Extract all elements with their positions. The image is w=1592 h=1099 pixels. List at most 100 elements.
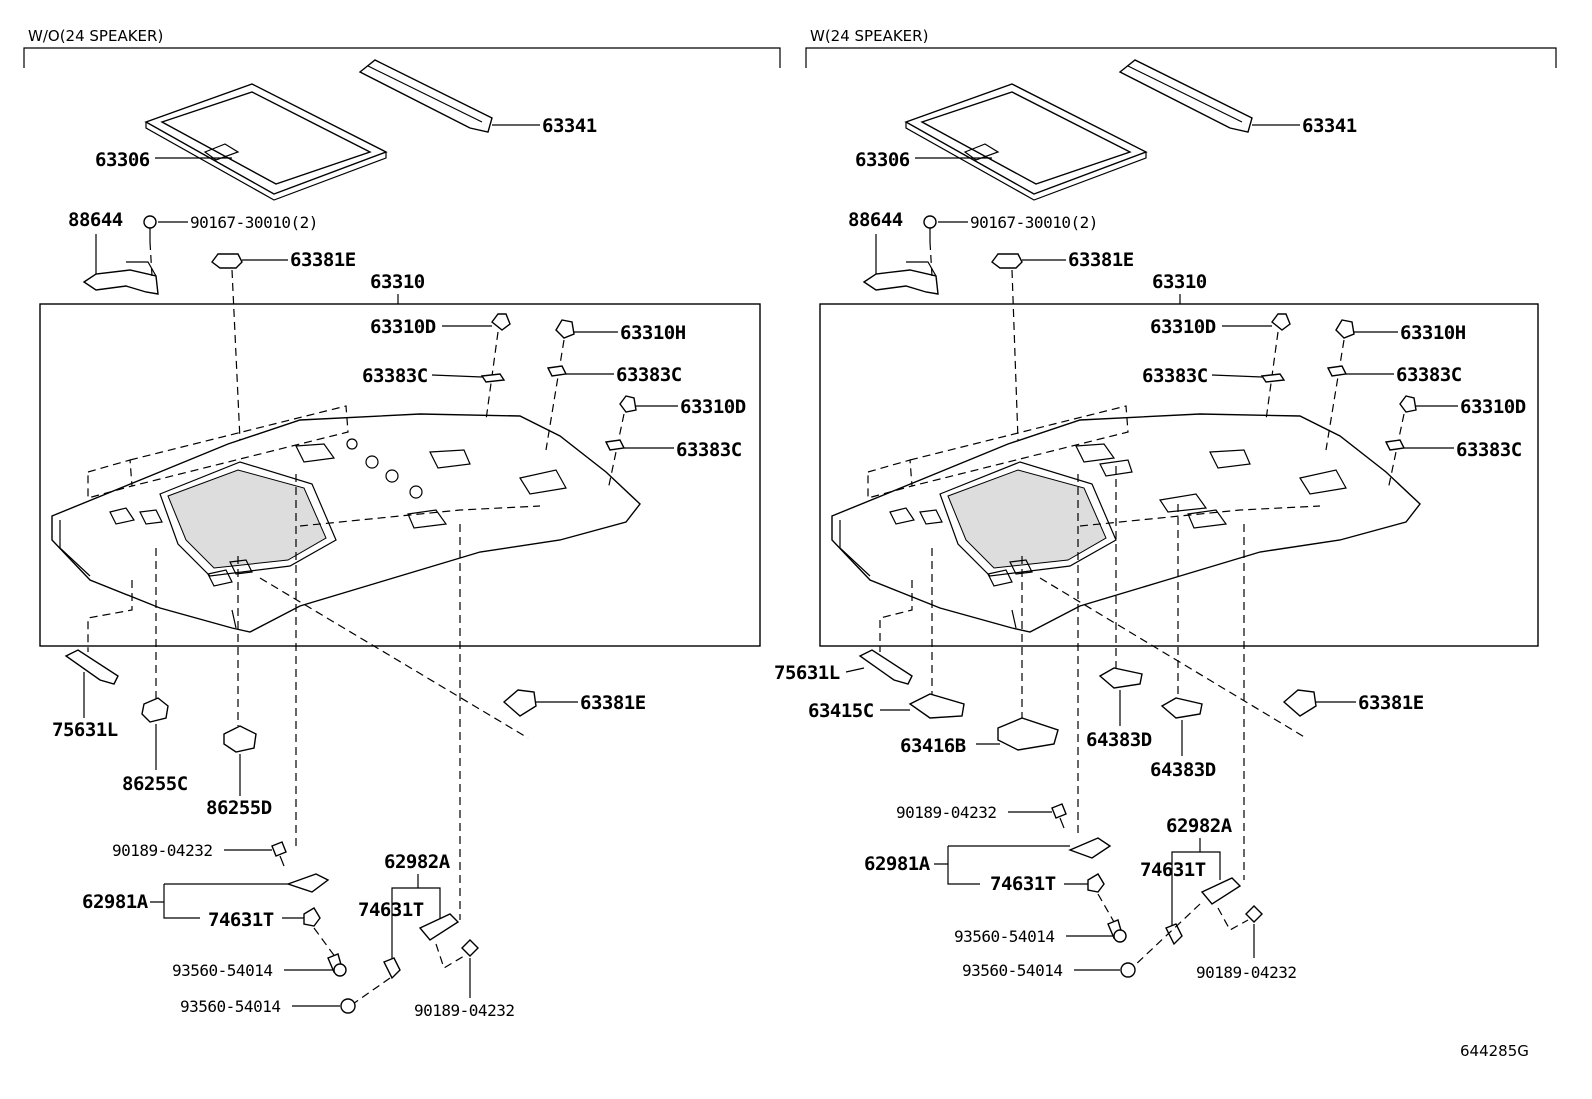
label-63381E-bot-r: 63381E: [1358, 692, 1424, 714]
label-63381E-top-r: 63381E: [1068, 249, 1134, 271]
label-63383C-c: 63383C: [676, 439, 742, 461]
label-93560-b-r: 93560-54014: [962, 961, 1062, 980]
dash-75631L: [87, 580, 133, 652]
dash-63310H-r: [1325, 339, 1345, 451]
clip-63310D-b-r: [1399, 395, 1417, 413]
label-74631T-a: 74631T: [208, 909, 274, 931]
label-63306-r: 63306: [855, 149, 910, 171]
label-75631L: 75631L: [52, 719, 118, 741]
dash-63310D-b-r: [1387, 413, 1405, 491]
left-assembly: 63306 63341 88644 90167-30010(2) 63381E: [39, 59, 761, 1020]
label-74631T-b-r: 74631T: [1140, 859, 1206, 881]
dash-90189-b-r: [1217, 907, 1249, 931]
dash-74631T-a-r: [1097, 893, 1115, 923]
screw-93560-a: [327, 953, 347, 977]
label-90167-r: 90167-30010(2): [970, 213, 1098, 232]
clip-63383C-a: [480, 373, 506, 383]
clip-63383C-b-r: [1326, 365, 1348, 377]
headliner-box-63310: [39, 303, 761, 647]
label-90189-a: 90189-04232: [112, 841, 212, 860]
label-64383D-a: 64383D: [1086, 729, 1152, 751]
dash-63310H: [545, 339, 565, 451]
cap-74631T-a-r: [1087, 873, 1105, 893]
lamp-63415C: [908, 693, 965, 719]
dash-90167-r: [929, 241, 933, 277]
dash-74631T-a: [313, 927, 337, 959]
screw-93560-b-r: [1120, 962, 1136, 978]
label-63310-r: 63310: [1152, 271, 1207, 293]
dash-63381E-top-r: [1011, 269, 1019, 441]
label-74631T-b: 74631T: [358, 899, 424, 921]
label-63310: 63310: [370, 271, 425, 293]
strip-75631L-r: [858, 649, 913, 685]
clip-63381E-bot: [502, 689, 537, 717]
clip-63310H: [555, 319, 575, 339]
section-title-right: W(24 SPEAKER): [810, 27, 928, 45]
label-62981A: 62981A: [82, 891, 149, 913]
clip-63381E-top-r: [991, 253, 1023, 269]
bracket-88644: [82, 261, 159, 295]
clip-63310D-a: [491, 313, 511, 331]
label-86255D: 86255D: [206, 797, 272, 819]
bolt-90189-a-r: [1051, 803, 1067, 829]
lamp-86255C: [141, 697, 169, 723]
section-title-left: W/O(24 SPEAKER): [28, 27, 163, 45]
cap-74631T-b: [383, 957, 401, 980]
trim-63341-r: [1118, 59, 1253, 133]
label-86255C: 86255C: [122, 773, 188, 795]
sunshade-63306: [144, 83, 388, 201]
leader-62982A: [391, 874, 441, 920]
label-88644-r: 88644: [848, 209, 903, 231]
label-63415C: 63415C: [808, 700, 874, 722]
strip-75631L: [64, 649, 119, 685]
label-93560-b: 93560-54014: [180, 997, 280, 1016]
label-63310D-a-r: 63310D: [1150, 316, 1216, 338]
label-63310H-r: 63310H: [1400, 322, 1466, 344]
handle-62982A: [418, 913, 460, 941]
screw-90167: [143, 215, 157, 242]
label-64383D-b: 64383D: [1150, 759, 1216, 781]
dash-frame-c: [299, 505, 541, 527]
leader-62982A-r: [1171, 838, 1221, 880]
handle-62982A-r: [1200, 877, 1242, 905]
clip-63381E-bot-r: [1282, 689, 1317, 717]
dash-frame-b: [129, 405, 349, 487]
lamp-64383D-b: [1160, 697, 1203, 719]
dash-63381E-bot: [259, 577, 529, 739]
label-90167: 90167-30010(2): [190, 213, 318, 232]
lamp-86255D: [223, 725, 257, 753]
dash-74631T-b: [349, 977, 391, 1007]
bolt-90189-b: [461, 939, 479, 957]
dash-63381E-top: [231, 269, 241, 441]
headliner-box-63310-r: [819, 303, 1539, 647]
label-63310D-b-r: 63310D: [1460, 396, 1526, 418]
label-63416B: 63416B: [900, 735, 966, 757]
dash-frame-c-r: [1079, 505, 1321, 527]
label-63306: 63306: [95, 149, 150, 171]
dash-frame-b-r: [909, 405, 1129, 487]
label-74631T-a-r: 74631T: [990, 873, 1056, 895]
dash-75631L-r: [879, 580, 913, 652]
bracket-88644-r: [862, 261, 939, 295]
clip-63310H-r: [1335, 319, 1355, 339]
label-90189-a-r: 90189-04232: [896, 803, 996, 822]
screw-93560-b: [340, 998, 356, 1014]
cap-74631T-b-r: [1165, 923, 1183, 946]
label-63383C-b: 63383C: [616, 364, 682, 386]
section-right-header: W(24 SPEAKER): [805, 27, 1557, 68]
dash-63310D-b: [607, 413, 625, 491]
lamp-63416B: [997, 717, 1059, 751]
headliner-63310-r: [831, 413, 1421, 633]
dash-90189-b: [435, 943, 465, 969]
label-63341: 63341: [542, 115, 597, 137]
label-63381E-top: 63381E: [290, 249, 356, 271]
label-63341-r: 63341: [1302, 115, 1357, 137]
label-63310D-a: 63310D: [370, 316, 436, 338]
dash-74631T-b-r: [1133, 903, 1201, 967]
bolt-90189-b-r: [1245, 905, 1263, 923]
clip-63310D-b: [619, 395, 637, 413]
leader-63383C-a-r: [1211, 374, 1263, 378]
right-assembly: 63306 63341 88644 90167-30010(2) 63381E …: [774, 59, 1539, 982]
label-75631L-r: 75631L: [774, 662, 840, 684]
clip-63310D-a-r: [1271, 313, 1291, 331]
